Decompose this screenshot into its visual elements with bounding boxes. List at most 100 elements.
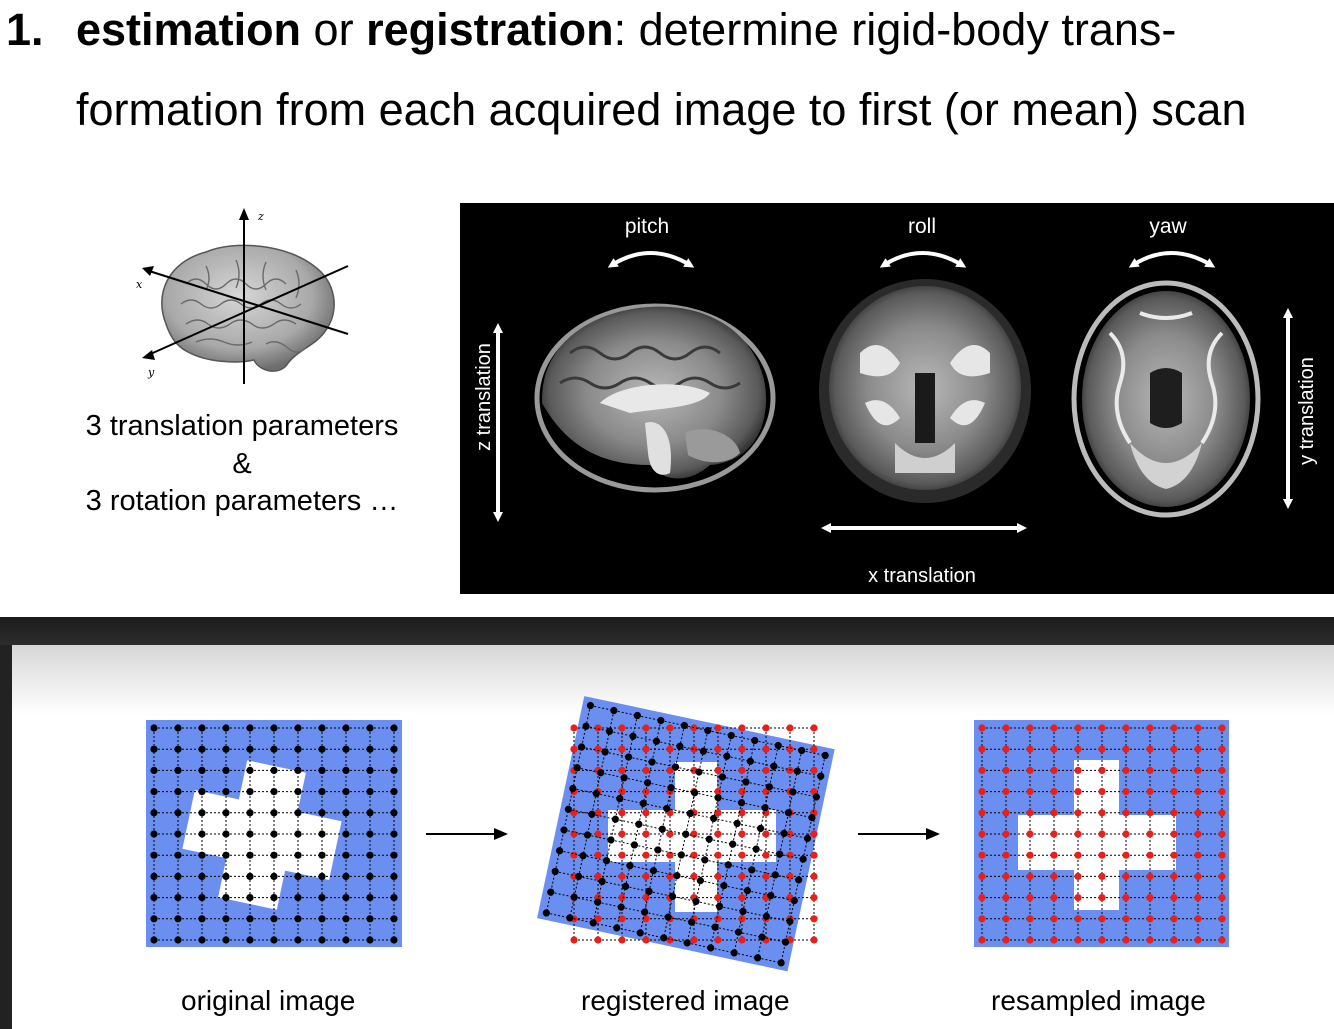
grid-dot [594,745,602,753]
grid-dot [663,804,671,813]
grid-dot [564,805,572,813]
grid-dot [174,936,182,944]
grid-dot [666,936,674,944]
grid-dot [270,809,278,817]
grid-dot [1050,872,1058,881]
grid-dot [714,745,722,753]
grid-dot [318,915,326,923]
grid-dot [635,820,643,828]
grid-dot [762,830,770,838]
grid-dot [690,872,698,881]
grid-dot [270,788,278,796]
grid-dot [704,726,712,735]
grid-dot [810,766,818,775]
grid-dot [222,766,230,775]
grid-dot [714,894,722,902]
grid-dot [246,788,254,796]
grid-dot [1026,745,1034,753]
title-line-1: 1.estimation or registration: determine … [6,4,1176,56]
grid-dot [688,918,696,926]
grid-dot [610,706,618,715]
grid-dot [1122,724,1130,732]
mri-slices-svg: pitch roll yaw x translation z translati… [473,215,1318,587]
grid-dot [198,936,206,944]
grid-dot [1098,894,1106,902]
grid-dot [342,788,350,796]
pitch-label: pitch [625,215,669,238]
grid-dot [644,779,652,787]
grid-dot [1170,872,1178,881]
grid-dot [667,784,675,792]
grid-dot [738,872,746,881]
roll-label: roll [908,215,936,238]
grid-dot [1026,830,1034,838]
grid-dot [150,745,158,753]
grid-dot [714,830,722,838]
grid-dot [174,809,182,817]
grid-dot [660,934,668,942]
grid-dot [318,894,326,902]
grid-dot [1146,745,1154,753]
grid-dot [594,936,602,944]
grid-dot [666,724,674,732]
grid-dot [390,809,398,817]
grid-dot [222,894,230,902]
grid-dot [318,872,326,881]
grid-dot [642,915,650,923]
grid-dot [1218,936,1226,944]
resampled-image-caption: resampled image [991,985,1206,1016]
grid-dot [743,887,751,895]
grid-dot [710,814,718,823]
grid-dot [978,851,986,859]
grid-dot [978,936,986,944]
grid-dot [738,766,746,775]
y-axis-arrow [142,350,155,360]
grid-dot [618,872,626,881]
grid-dot [174,724,182,732]
grid-dot [1026,851,1034,859]
grid-dot [718,773,727,781]
grid-dot [738,894,746,902]
grid-dot [1170,788,1178,796]
grid-dot [738,788,746,796]
grid-dot [390,915,398,923]
grid-dot [636,929,644,937]
grid-dot [601,748,609,756]
grid-dot [630,841,639,849]
grid-dot [222,745,230,753]
grid-dot [727,731,735,740]
grid-dot [594,872,602,881]
grid-dot [978,788,986,796]
grid-dot [318,724,326,732]
grid-dot [583,831,592,839]
grid-dot [618,915,626,923]
grid-dot [222,809,230,817]
grid-dot [642,809,650,817]
grid-dot [1122,936,1130,944]
grid-dot [774,741,782,750]
grid-dot [978,915,986,923]
grid-dot [294,809,302,817]
grid-dot [795,876,803,884]
grid-dot [582,722,590,730]
grid-dot [1074,894,1082,902]
grid-dot [812,793,820,801]
grid-dot [613,924,621,932]
grid-dot [618,745,626,753]
grid-dot [222,851,230,859]
grid-dot [1050,830,1058,838]
grid-dot [671,763,680,771]
grid-dot [342,766,350,775]
grid-dot [1050,915,1058,923]
grid-dot [294,745,302,753]
grid-dot [270,724,278,732]
grid-dot [1146,872,1154,881]
grid-dot [762,912,771,920]
grid-dot [573,764,581,772]
grid-dot [711,923,719,931]
grid-dot [1122,915,1130,923]
grid-dot [605,727,614,735]
grid-dot [1098,724,1106,732]
grid-dot [174,766,182,775]
grid-dot [1098,915,1106,923]
